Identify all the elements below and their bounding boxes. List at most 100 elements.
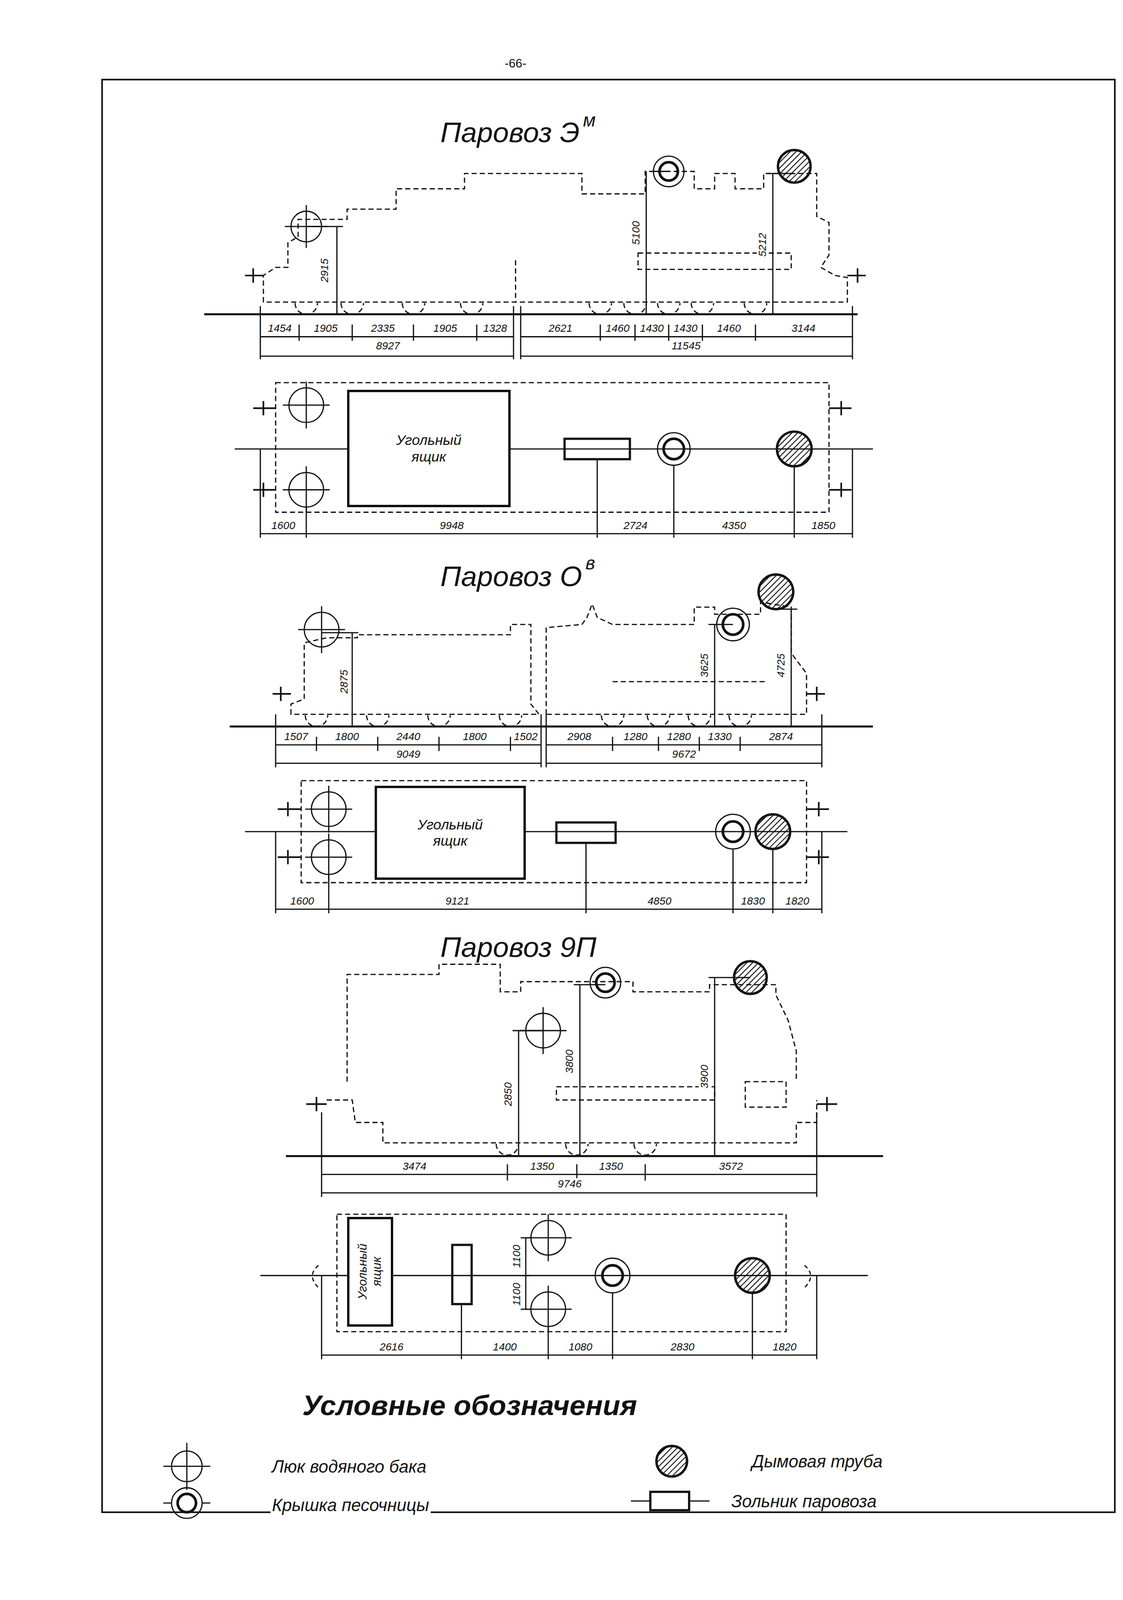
- dimension-value: 2335: [369, 322, 397, 335]
- rail-line: [203, 313, 858, 316]
- dimension-value: 1800: [333, 731, 361, 744]
- dimension-value: 2874: [767, 731, 795, 744]
- water-hatch: [524, 1286, 572, 1334]
- outline: [290, 624, 540, 715]
- sandbox-cover: [715, 814, 751, 850]
- dimension-value: 4350: [720, 519, 748, 532]
- dimension-value: 2908: [566, 731, 593, 744]
- dimension-value: 1905: [312, 322, 339, 335]
- water-hatch: [524, 1214, 572, 1262]
- outline: [347, 964, 797, 1083]
- outline: [546, 602, 807, 715]
- dimension-value: 2440: [395, 731, 422, 744]
- legend-symbol: [656, 1446, 688, 1477]
- legend-symbol: [656, 1446, 688, 1477]
- coal-box: Угольный ящик: [374, 785, 526, 881]
- dimension-value: 9746: [556, 1178, 583, 1191]
- dimension-value: 9049: [395, 748, 422, 761]
- dimension-value: 1460: [604, 322, 631, 335]
- outline: [337, 1214, 787, 1333]
- dimension-value: 1820: [771, 1341, 798, 1354]
- water-hatch: [298, 606, 346, 654]
- ash-pan: [564, 438, 630, 460]
- dimension-value: 1328: [481, 322, 509, 335]
- dimension-value: 3625: [698, 652, 711, 679]
- node-label: Угольный ящик: [381, 432, 477, 465]
- ash-pan: [556, 822, 616, 843]
- legend-symbol: [163, 1502, 211, 1505]
- outline: [295, 303, 767, 315]
- coupler: [277, 802, 830, 865]
- water-hatch: [298, 606, 346, 654]
- sandbox-cover: [596, 973, 615, 993]
- water-hatch: [284, 204, 328, 248]
- legend-heading: Условные обозначения: [300, 1390, 639, 1422]
- dimension-value: 1507: [282, 731, 310, 744]
- sandbox-cover: [659, 162, 678, 181]
- dimension-line: [321, 1275, 817, 1360]
- page-number: -66-: [503, 56, 528, 70]
- coal-box: Угольный ящик: [347, 389, 511, 508]
- legend-symbol: [163, 1442, 211, 1491]
- chimney: [734, 961, 767, 995]
- locomotive-title: Паровоз Э: [438, 116, 581, 149]
- coupler: [253, 401, 852, 498]
- legend-symbol: [177, 1494, 197, 1513]
- dimension-line: [260, 306, 853, 360]
- dimension-value: 2850: [502, 1081, 515, 1108]
- dimension-value: 3800: [563, 1048, 576, 1075]
- dimension-value: 2875: [338, 668, 350, 696]
- water-hatch: [282, 381, 330, 429]
- node-label: Угольный ящик: [356, 1236, 385, 1308]
- sandbox-cover: [595, 1258, 630, 1294]
- legend-symbol: [630, 1491, 710, 1511]
- dimension-line: [306, 171, 794, 315]
- dimension-value: 1280: [665, 731, 693, 744]
- dimension-value: 1430: [638, 322, 666, 335]
- sandbox-cover: [722, 614, 744, 635]
- dimension-value: 1850: [810, 519, 837, 532]
- page-frame: [102, 79, 1115, 1513]
- coal-box: Угольный ящик: [347, 1217, 394, 1328]
- outline: [514, 260, 517, 302]
- dimension-value: 5212: [756, 231, 769, 259]
- drawing-lines: [102, 79, 1115, 1519]
- water-hatch: [305, 785, 353, 833]
- outline: [263, 171, 848, 303]
- dimension-value: 1430: [672, 322, 699, 335]
- legend-symbol: [163, 1488, 211, 1519]
- outline: [305, 715, 752, 727]
- dimension-value: 4850: [646, 895, 673, 908]
- ash-pan: [452, 1245, 472, 1305]
- sandbox-cover: [716, 608, 750, 641]
- sandbox-cover: [722, 821, 744, 843]
- dimension-value: 1080: [567, 1341, 594, 1354]
- water-hatch: [519, 1007, 567, 1055]
- sandbox-cover: [653, 155, 684, 187]
- dimension-line: [275, 832, 823, 914]
- legend-text: Люк водяного бака: [270, 1457, 428, 1477]
- dimension-value: 2621: [547, 322, 574, 335]
- water-hatch: [282, 466, 330, 514]
- locomotive-title: Паровоз 9П: [438, 931, 598, 964]
- sandbox-cover: [657, 432, 691, 466]
- chimney: [755, 814, 791, 850]
- sandbox-cover: [716, 608, 750, 641]
- outline: [326, 1100, 817, 1143]
- chimney: [758, 574, 794, 610]
- rail-line: [285, 1155, 883, 1158]
- outline: [290, 602, 807, 727]
- coupler: [306, 1097, 838, 1112]
- dimension-value: 9672: [670, 748, 698, 761]
- dimension-value: 2724: [622, 519, 649, 532]
- dimension-value: 3474: [401, 1161, 428, 1173]
- dimension-value: 1800: [461, 731, 488, 744]
- dimension-value: 1280: [622, 731, 649, 744]
- dimension-value: 3572: [717, 1161, 745, 1173]
- coupler: [272, 687, 825, 702]
- dimension-value: 11545: [669, 340, 702, 353]
- dimension-value: 1905: [431, 322, 459, 335]
- outline: [263, 171, 848, 315]
- dimension-line: [512, 977, 751, 1157]
- dimension-value: 1460: [715, 322, 743, 335]
